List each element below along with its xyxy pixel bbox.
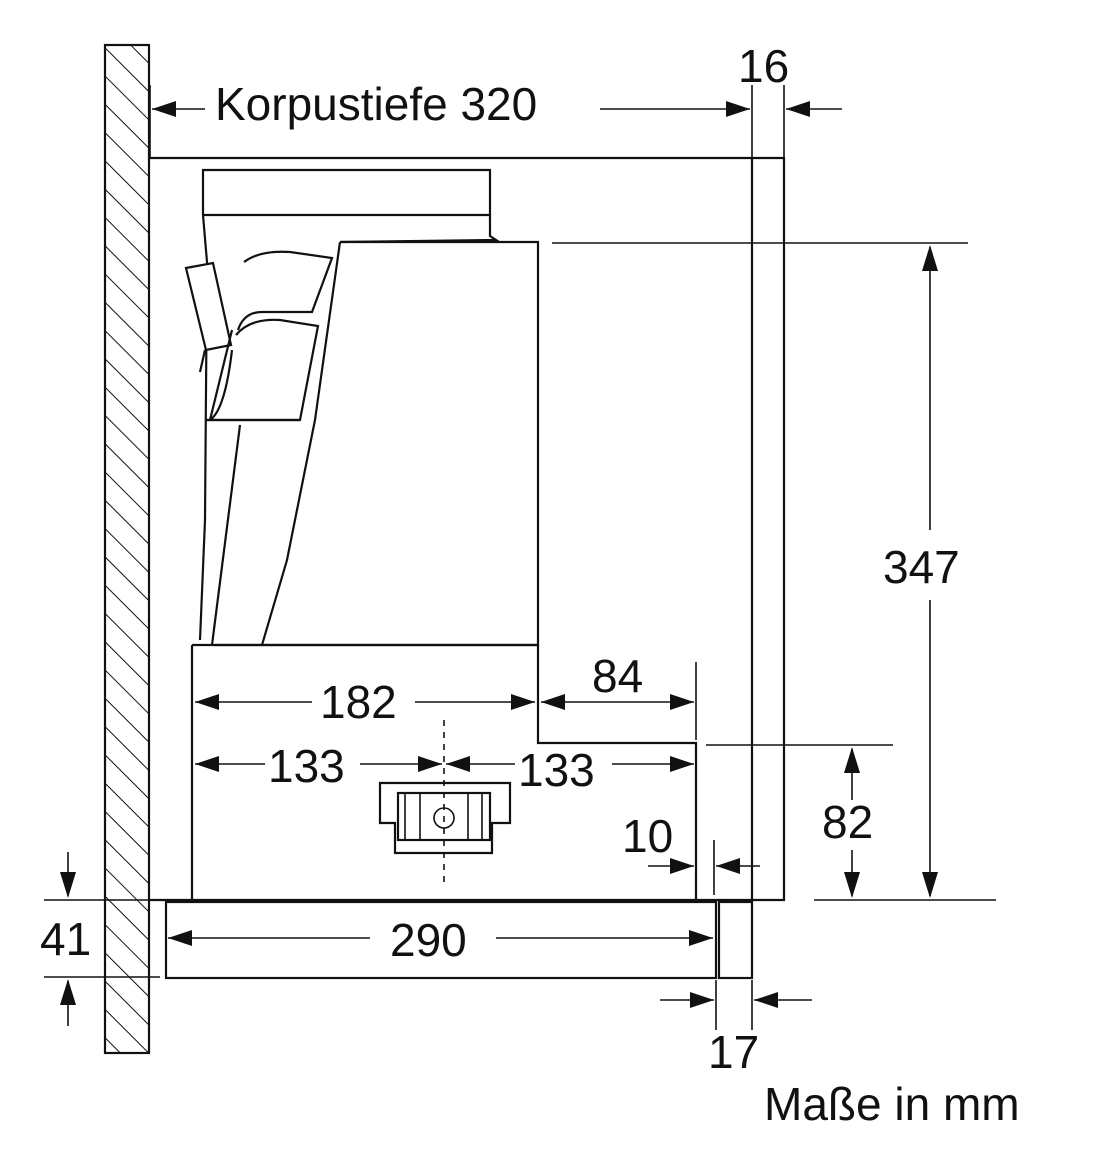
hood-flap-filters bbox=[184, 250, 334, 646]
dimension-84: 84 bbox=[541, 650, 697, 740]
hood-lower-section bbox=[190, 643, 698, 900]
label-347: 347 bbox=[883, 541, 960, 593]
label-41: 41 bbox=[40, 913, 91, 965]
dimension-82: 82 bbox=[706, 744, 893, 898]
dimension-290: 290 bbox=[168, 914, 713, 966]
dimension-41: 41 bbox=[40, 852, 160, 1026]
front-panel-strip bbox=[164, 900, 754, 980]
label-82: 82 bbox=[822, 796, 873, 848]
dimension-17: 17 bbox=[660, 980, 812, 1078]
label-182: 182 bbox=[320, 676, 397, 728]
dimension-16: 16 bbox=[738, 40, 842, 157]
fan-motor-symbol bbox=[378, 720, 512, 885]
label-10: 10 bbox=[622, 810, 673, 862]
label-17: 17 bbox=[708, 1026, 759, 1078]
dimension-10: 10 bbox=[622, 810, 760, 895]
label-84: 84 bbox=[592, 650, 643, 702]
dimension-korpustiefe: Korpustiefe 320 bbox=[149, 78, 753, 157]
dimension-347: 347 bbox=[552, 242, 996, 901]
wall-hatched bbox=[103, 43, 151, 1055]
hood-duct-housing bbox=[198, 168, 500, 641]
label-16: 16 bbox=[738, 40, 789, 92]
dimension-133-pair: 133 133 bbox=[195, 740, 694, 796]
cabinet-body bbox=[150, 156, 786, 902]
label-133-right: 133 bbox=[518, 744, 595, 796]
label-korpustiefe: Korpustiefe 320 bbox=[215, 78, 537, 130]
units-note: Maße in mm bbox=[764, 1078, 1020, 1130]
hood-main-body bbox=[215, 240, 540, 647]
dimension-182: 182 bbox=[195, 676, 535, 728]
label-133-left: 133 bbox=[268, 740, 345, 792]
label-290: 290 bbox=[390, 914, 467, 966]
